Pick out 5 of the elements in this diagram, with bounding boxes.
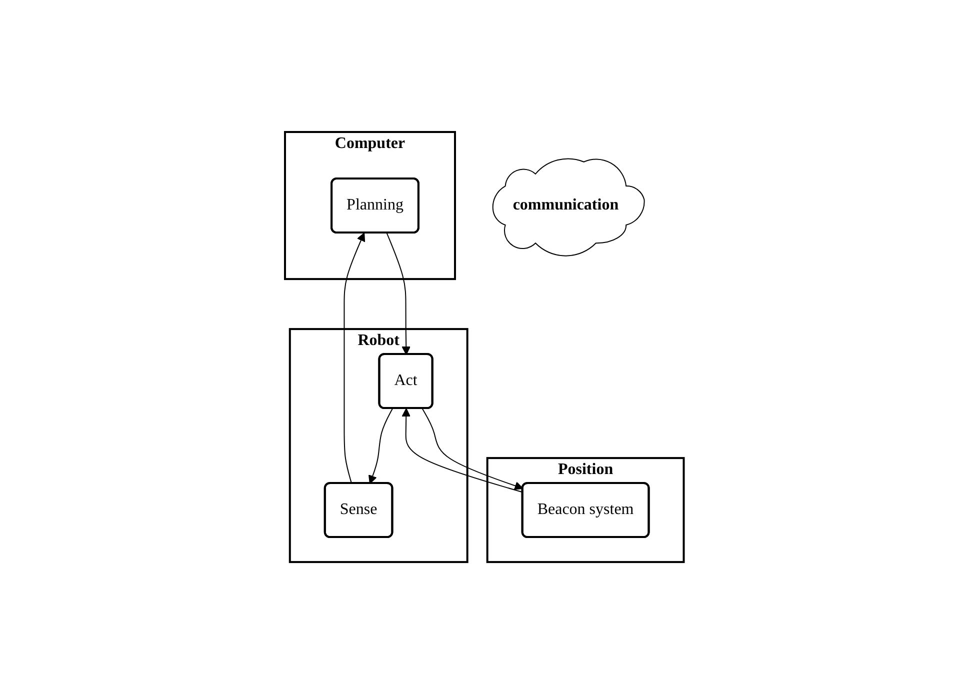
arrow	[421, 408, 523, 490]
arrow	[343, 233, 365, 485]
arrow	[368, 408, 393, 484]
arrow	[386, 233, 410, 356]
arrow	[401, 408, 523, 494]
